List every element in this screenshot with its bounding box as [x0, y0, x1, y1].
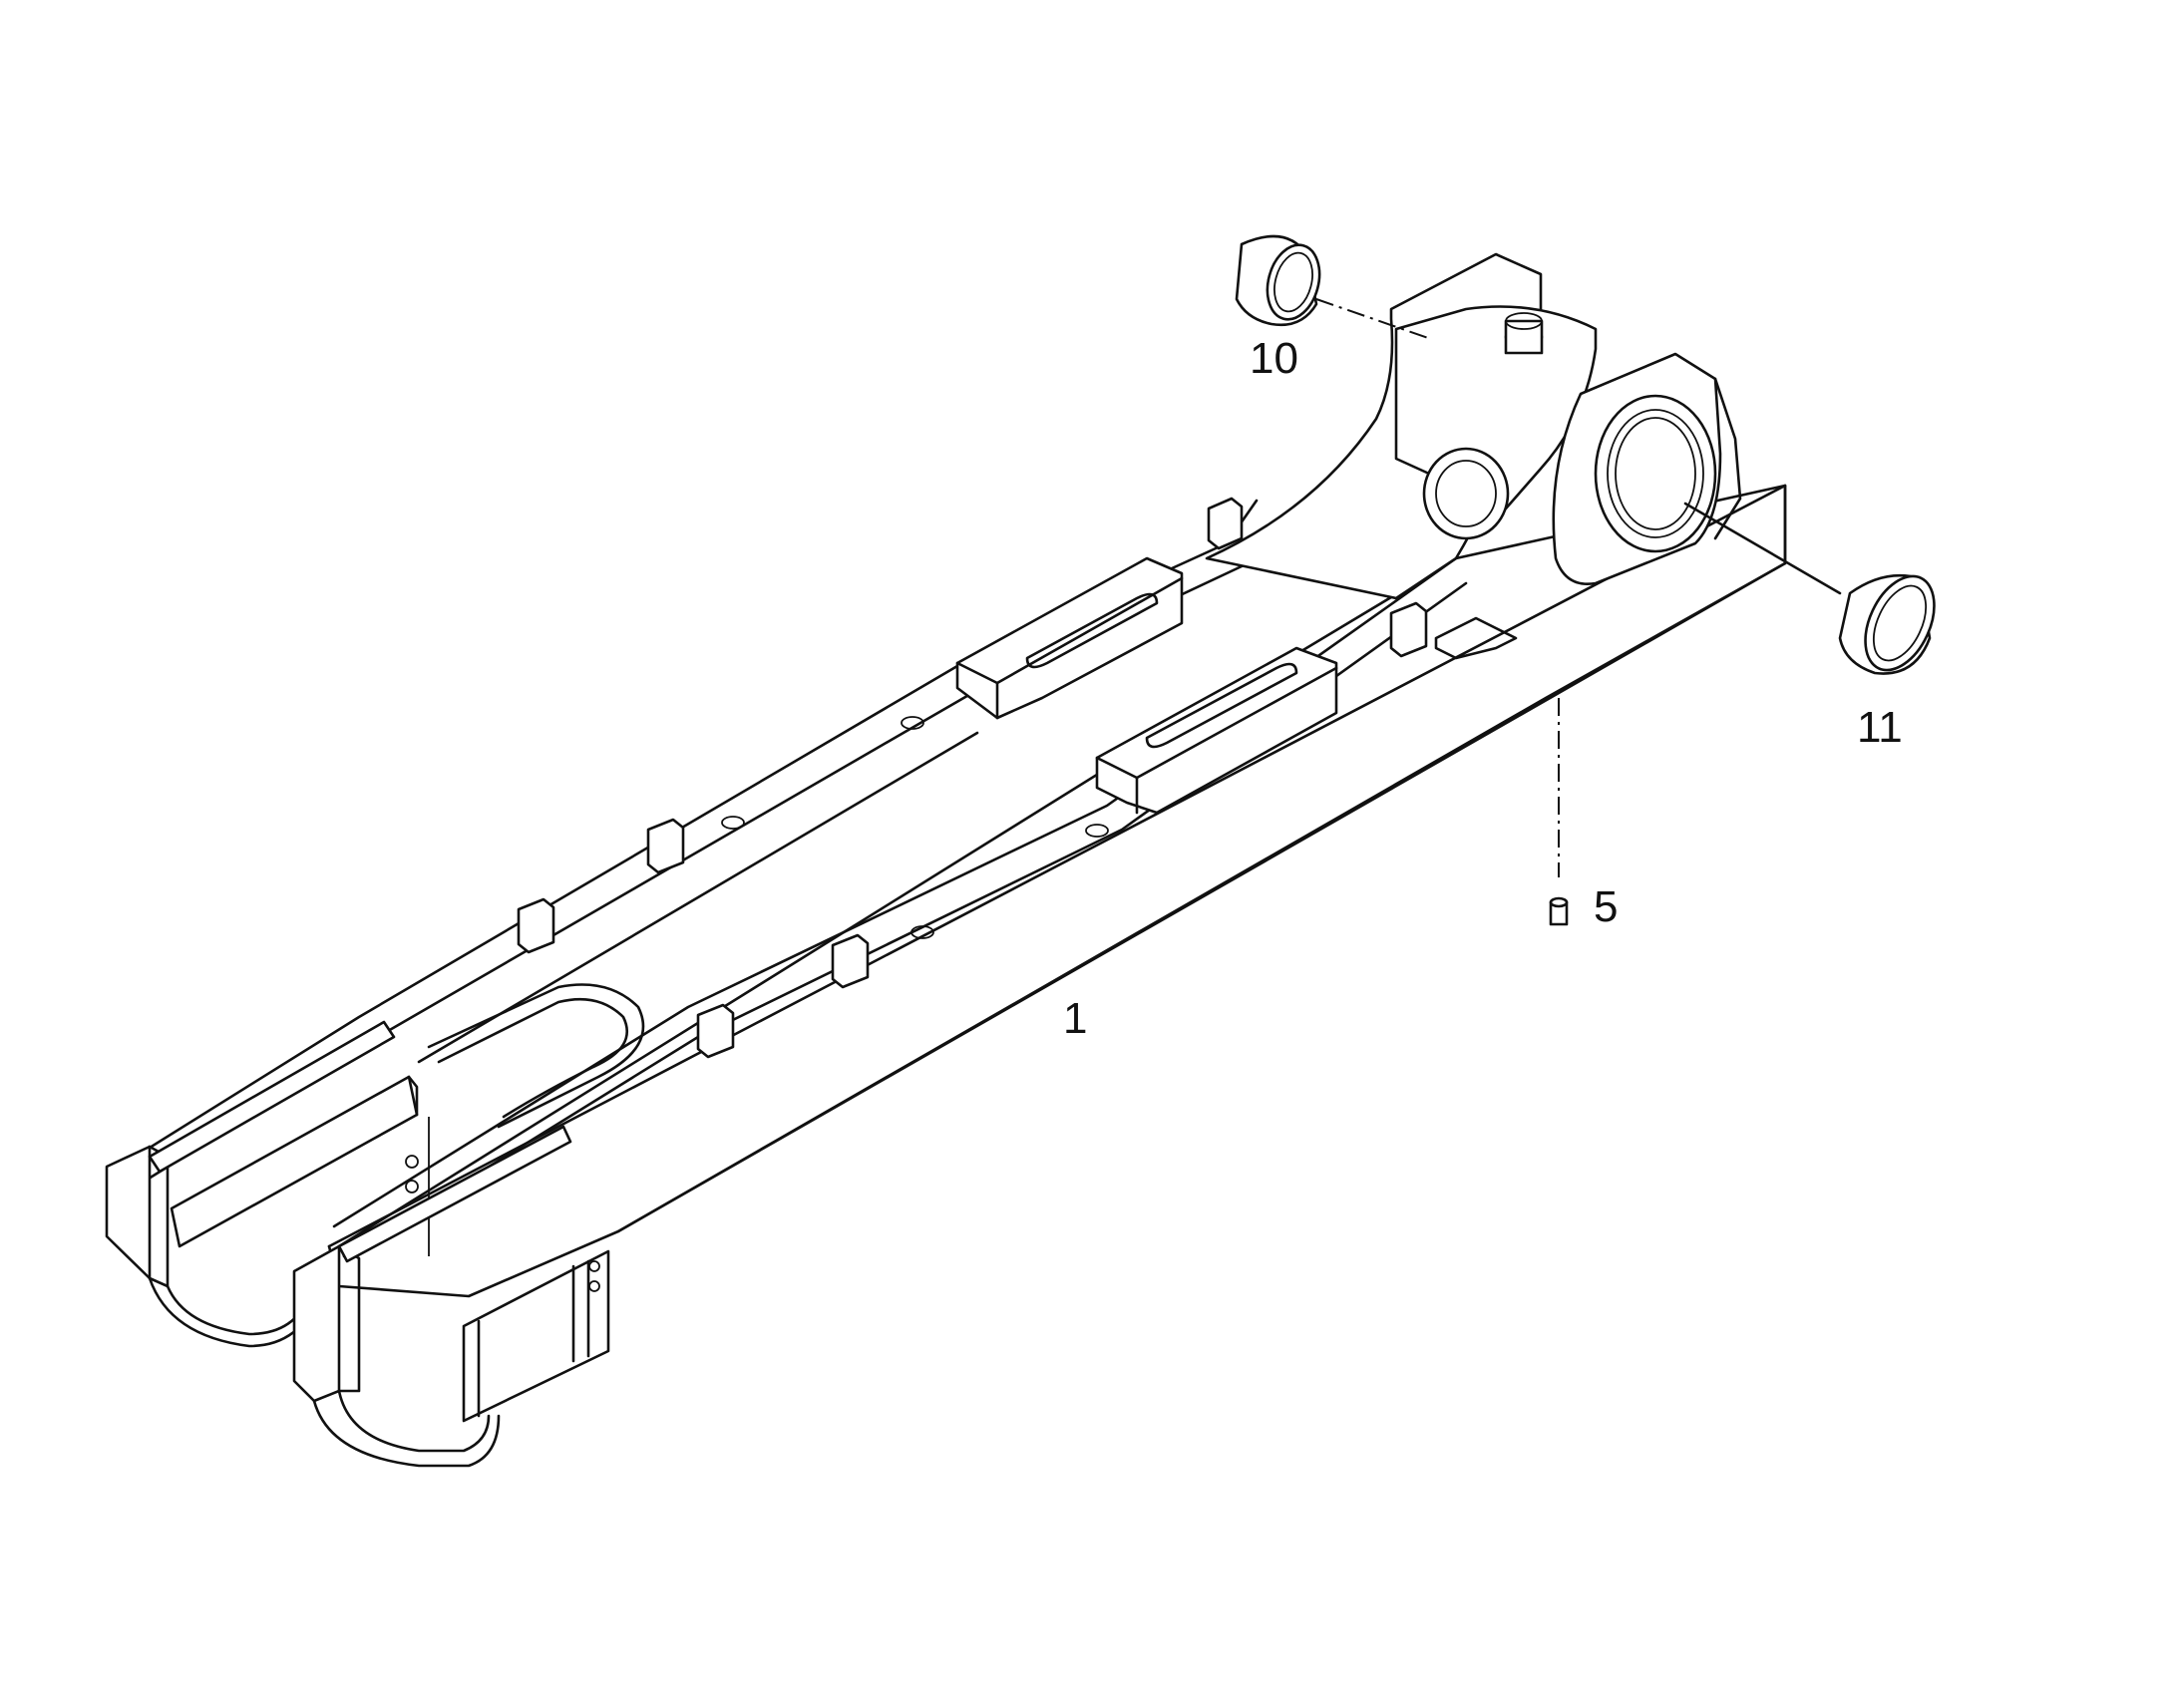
mounting-tabs: [517, 497, 1428, 1059]
callout-part-11: 11: [1857, 703, 1903, 752]
callout-part-1: 1: [1063, 994, 1088, 1043]
pivot-housing: [1205, 252, 1742, 660]
bushing-part-11: [1683, 502, 1936, 675]
grease-fitting-part-5: [1549, 698, 1569, 926]
frame-body: [105, 252, 1787, 1468]
callout-part-10: 10: [1250, 334, 1298, 383]
bushing-part-10: [1235, 234, 1432, 340]
callout-part-5: 5: [1594, 882, 1619, 931]
